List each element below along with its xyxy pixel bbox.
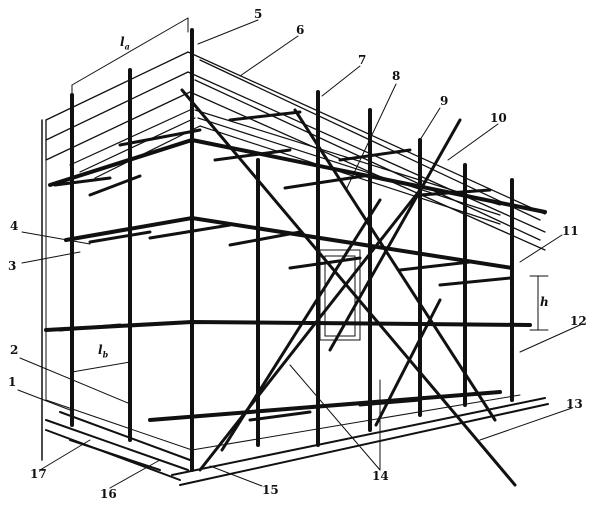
dimension-la <box>71 17 189 99</box>
building-roof <box>45 51 546 251</box>
cross-braces <box>180 88 517 487</box>
scaffold-planks <box>69 109 501 225</box>
dimension-label-la: la <box>120 36 130 52</box>
callout-9: 9 <box>440 94 449 108</box>
dimension-lb-main: l <box>98 343 103 357</box>
dimension-label-h: h <box>540 295 549 309</box>
callout-2: 2 <box>10 343 19 357</box>
callout-16: 16 <box>100 487 117 501</box>
dimension-la-sub: a <box>124 41 130 52</box>
callout-13: 13 <box>566 397 583 411</box>
callout-14: 14 <box>372 469 389 483</box>
callout-4: 4 <box>10 219 19 233</box>
callout-8: 8 <box>392 69 401 83</box>
callout-3: 3 <box>8 259 17 273</box>
callout-7: 7 <box>358 53 367 67</box>
callout-12: 12 <box>570 314 587 328</box>
callout-11: 11 <box>562 224 579 238</box>
callout-5: 5 <box>254 7 263 21</box>
callout-15: 15 <box>262 483 279 497</box>
callout-6: 6 <box>296 23 305 37</box>
dimension-label-lb: lb <box>98 344 108 360</box>
dimension-lb <box>71 361 131 373</box>
dimension-la-main: l <box>120 35 125 49</box>
callout-1: 1 <box>8 375 17 389</box>
dimension-lb-sub: b <box>102 349 109 360</box>
dimension-h <box>529 275 549 331</box>
callout-17: 17 <box>30 467 47 481</box>
leader-lines <box>17 19 581 489</box>
callout-10: 10 <box>490 111 507 125</box>
base-planks <box>45 397 549 486</box>
